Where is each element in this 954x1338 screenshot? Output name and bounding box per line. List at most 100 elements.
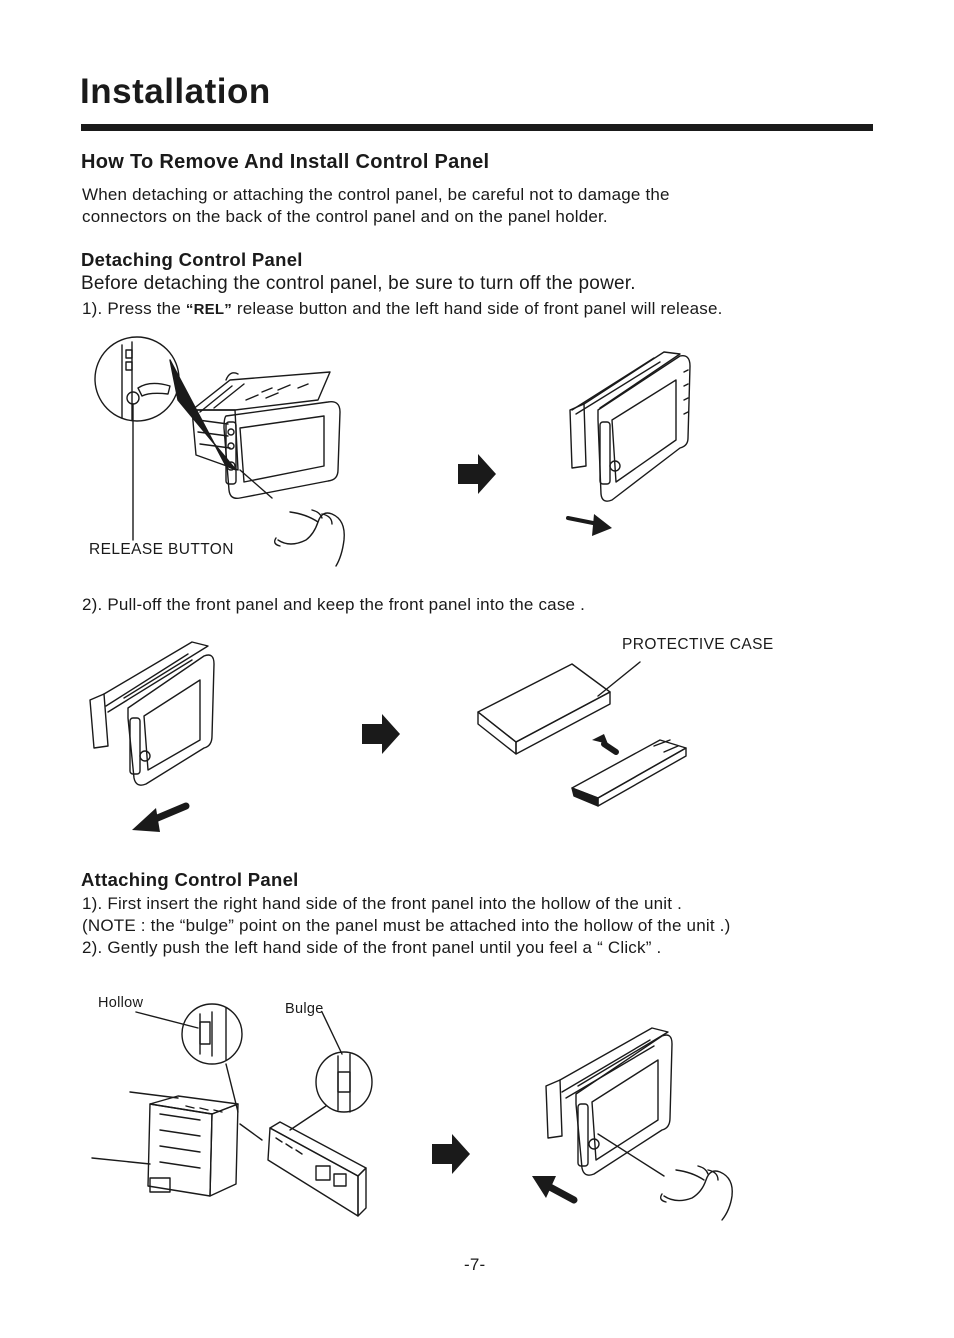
hollow-zoom-line [225,1063,239,1113]
attach-chassis-connector [149,1177,171,1193]
detaching-step-1: 1). Press the “REL” release button and t… [82,298,723,321]
zoom-release-button [126,391,140,405]
pointer-line [239,469,273,499]
bulge-label: Bulge [285,1001,324,1017]
arrow-right-icon [458,454,496,494]
attaching-line-3: 2). Gently push the left hand side of th… [82,938,662,957]
released-panel-screen [611,379,677,483]
released-knob-icon [609,460,621,472]
attaching-line-1: 1). First insert the right hand side of … [82,894,683,913]
hand-fingers [289,509,333,525]
unit-body-left [569,403,587,469]
push-control-column [577,1103,589,1167]
arrow-right-icon [362,714,400,754]
front-panel-screen [239,415,325,483]
bulge-leader [321,1011,343,1055]
push-pointer-line [597,1133,665,1177]
hollow-zoom-lines [199,1007,227,1061]
panel-in-case-top [571,739,687,799]
title-rule [81,124,873,131]
hand-thumb [273,537,281,547]
pulloff-gap-lines [105,653,193,713]
attach-panel-edge [357,1167,367,1217]
panel-in-case-detail [653,739,679,753]
figure-release-button [94,336,345,567]
zoom-button [125,349,133,359]
bulge-zoom-circle [315,1051,373,1113]
finger-pressing-icon [137,382,171,397]
arrow-right-icon [432,1134,470,1174]
pulloff-control-column [129,717,141,775]
pulloff-unit-body [89,693,109,749]
attach-panel-top [269,1121,367,1177]
push-front-panel [575,1034,673,1176]
hollow-leader [135,1011,199,1029]
bulge-zoom-line [289,1105,327,1131]
attach-chassis-front [209,1103,239,1197]
panel-in-case-side [597,747,687,807]
page-title: Installation [80,72,271,111]
zoom-panel-edge [121,341,133,421]
release-button-label: RELEASE BUTTON [89,541,234,558]
zoom-button [125,361,133,371]
attaching-heading: Attaching Control Panel [81,869,299,890]
attach-chassis-side [147,1103,213,1197]
case-label-leader [597,661,641,697]
step1-prefix: 1). Press the [82,299,186,318]
pulloff-unit-top [103,641,209,699]
bulge-point [337,1071,351,1093]
step1-suffix: release button and the left hand side of… [231,299,723,318]
attach-panel-detail [275,1137,303,1155]
control-button-icon [227,428,235,436]
protective-case-label: PROTECTIVE CASE [622,636,774,653]
case-side-face [515,691,611,755]
figure-pull-off [89,641,215,832]
intro-line-2: connectors on the back of the control pa… [82,207,608,226]
attach-panel-button [315,1165,331,1181]
intro-line-1: When detaching or attaching the control … [82,185,670,204]
attach-chassis-ribs [159,1113,201,1169]
hollow-zoom-circle [181,1003,243,1065]
panel-in-case-front [571,787,599,807]
pull-arrow-head [132,808,160,832]
detaching-step-2: 2). Pull-off the front panel and keep th… [82,595,586,614]
push-hand-thumb [659,1193,667,1203]
chassis-vents [199,383,309,413]
push-unit-top [559,1027,669,1087]
control-column [225,421,237,485]
detaching-heading: Detaching Control Panel [81,249,303,270]
hollow-notch [199,1021,211,1045]
push-arrow-head [532,1176,556,1198]
pulloff-front-panel [127,654,215,786]
unit-top-edge [583,351,681,409]
panel-edge-ticks [683,369,689,415]
insert-direction-line [239,1123,263,1141]
push-hand-fingers [675,1165,719,1181]
swing-arrow-head [592,514,612,536]
push-arrow-shaft [544,1182,578,1204]
chassis-tab [225,372,239,381]
push-knob-icon [588,1138,600,1150]
hollow-label: Hollow [98,995,144,1011]
hand-icon [277,512,345,567]
panel-gap-lines [571,357,661,415]
insert-arrow-shaft [601,741,619,755]
bulge-zoom-lines [337,1053,351,1113]
figure-panel-released [566,351,691,536]
push-unit-body [545,1079,563,1139]
push-panel-screen [591,1059,659,1161]
rel-button-label: “REL” [185,301,232,318]
figure-push-click [532,1027,733,1221]
released-front-panel [597,355,691,502]
figure-protective-case [477,661,687,807]
page-number: -7- [464,1255,486,1274]
released-control-column [599,421,611,485]
control-button-icon [227,442,235,450]
case-front-face [477,711,517,755]
chassis-long-lines [91,1091,179,1165]
unit-chassis-side [191,409,239,471]
detaching-warning: Before detaching the control panel, be s… [81,273,636,294]
swing-arrow-shaft [566,516,600,526]
push-hand-icon [663,1170,733,1221]
